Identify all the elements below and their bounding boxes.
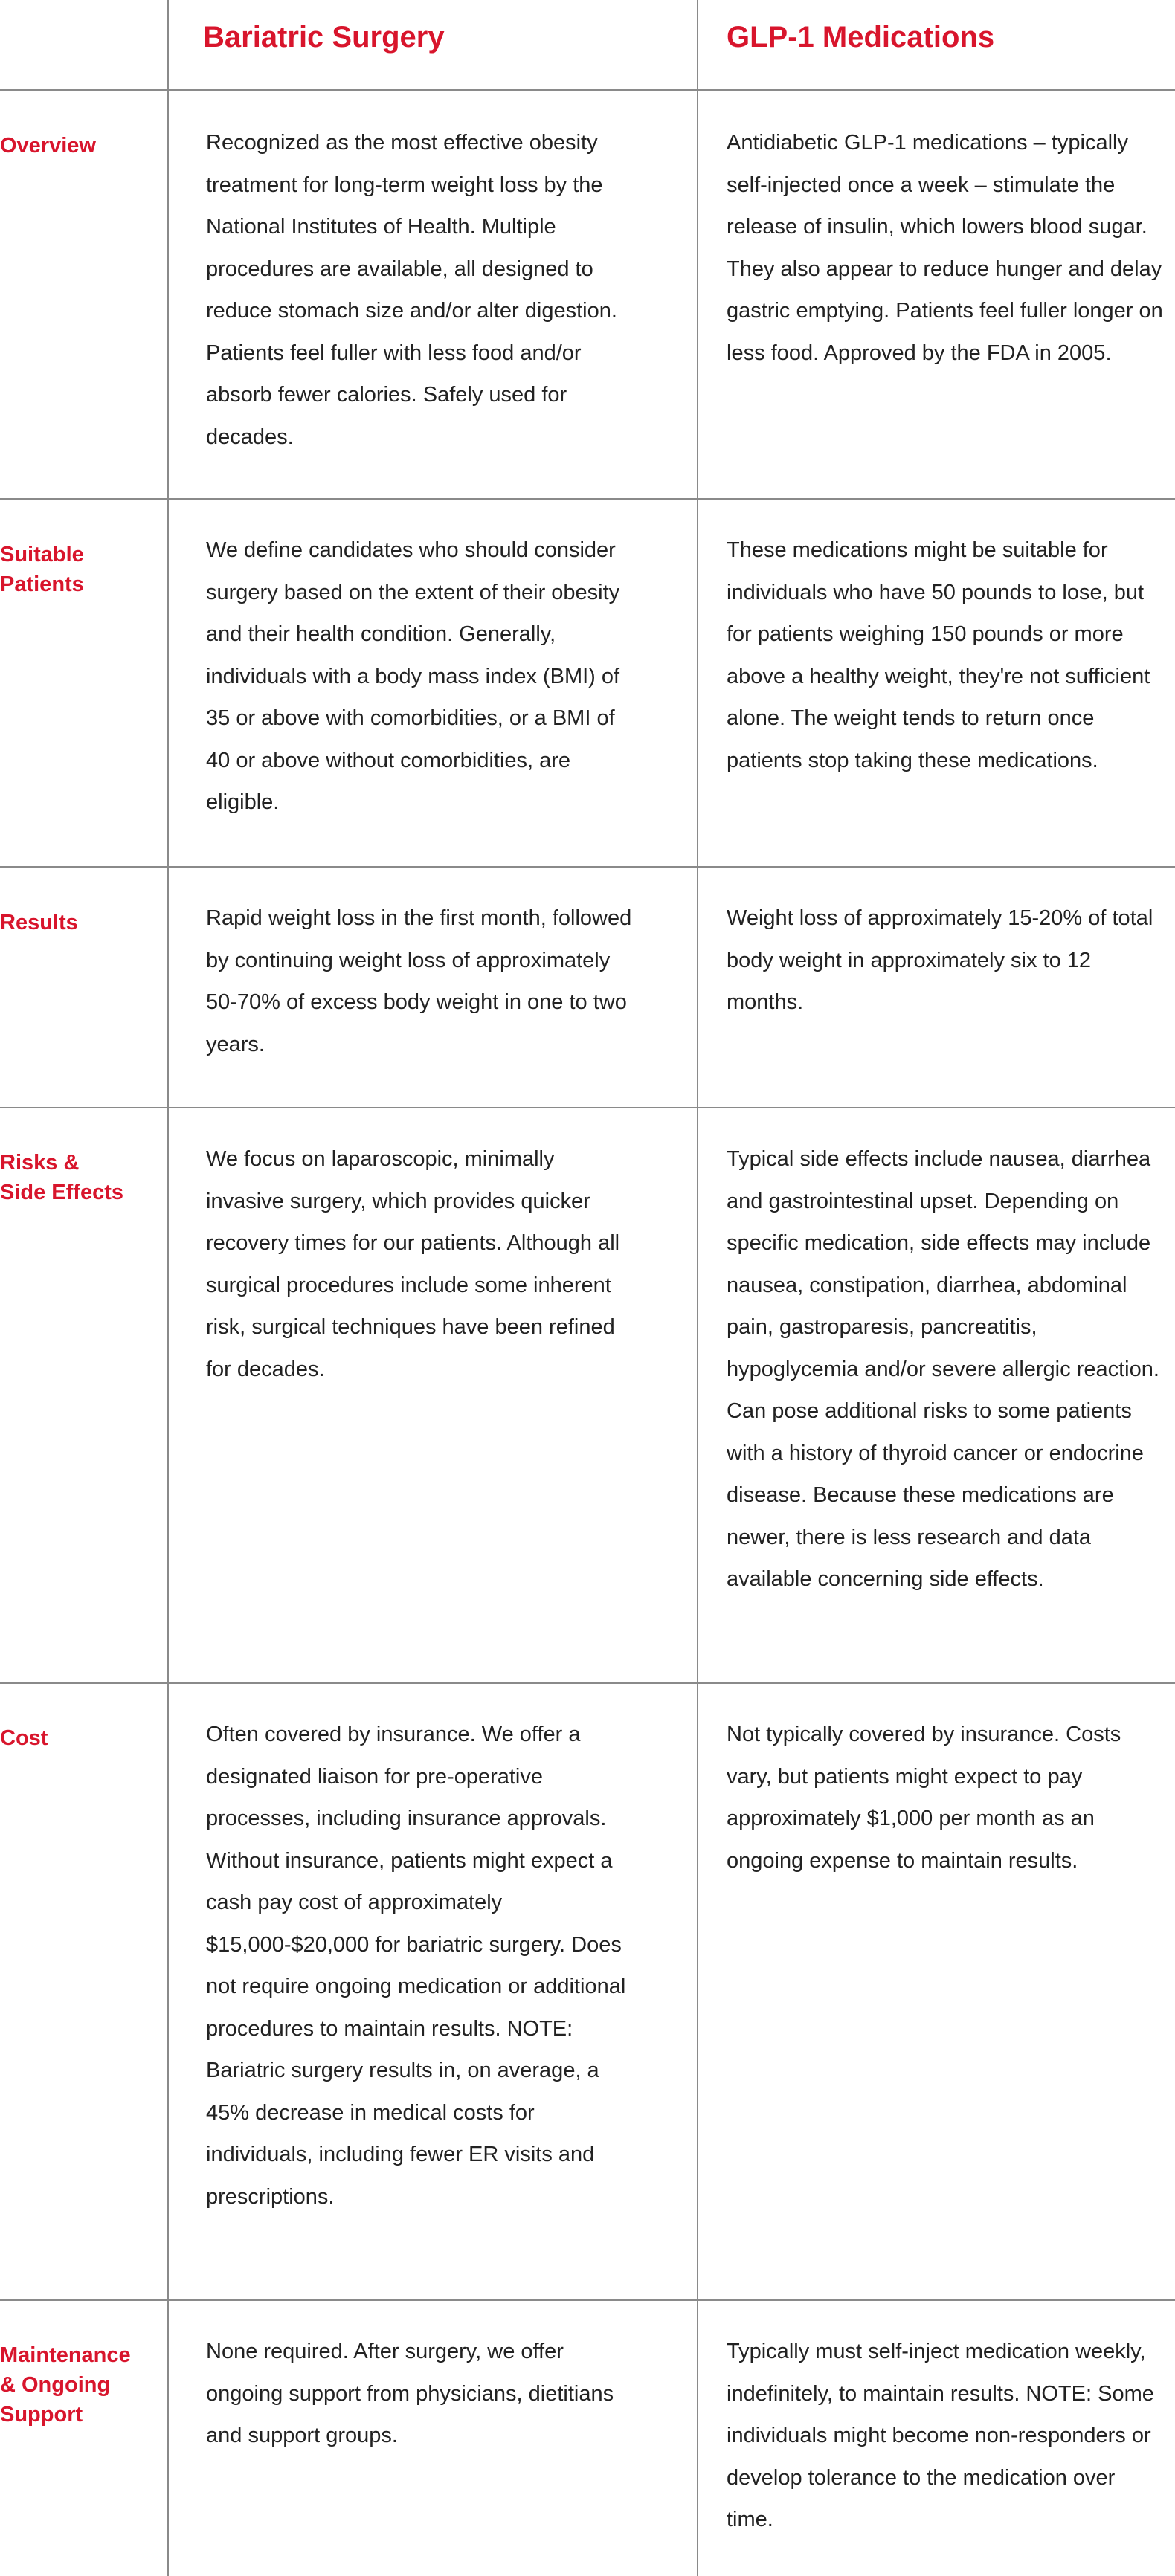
cell-cost-surgery: Often covered by insurance. We offer a d… [206,1723,626,2209]
row-divider [0,498,1175,500]
row-divider [0,2299,1175,2301]
cell-maintenance-surgery: None required. After surgery, we offer o… [206,2340,614,2447]
column-divider [697,0,698,2576]
cell-cost-glp1: Not typically covered by insurance. Cost… [727,1723,1121,1873]
cell-maintenance-glp1: Typically must self-inject medication we… [727,2340,1154,2531]
row-label-cost: Cost [0,1726,48,1750]
row-divider [0,1107,1175,1108]
row-label-maintenance-support: Maintenance & Ongoing Support [0,2343,131,2427]
column-header-glp1-medications: GLP-1 Medications [727,21,995,54]
cell-risks-glp1: Typical side effects include nausea, dia… [727,1147,1159,1591]
row-divider [0,866,1175,868]
cell-overview-surgery: Recognized as the most effective obesity… [206,131,617,449]
row-label-risks-side-effects: Risks & Side Effects [0,1151,123,1204]
cell-suitable-patients-surgery: We define candidates who should consider… [206,538,620,814]
row-divider [0,89,1175,91]
row-label-suitable-patients: Suitable Patients [0,543,84,596]
row-divider [0,1682,1175,1684]
column-header-bariatric-surgery: Bariatric Surgery [203,21,445,54]
cell-overview-glp1: Antidiabetic GLP-1 medications – typical… [727,131,1163,365]
column-divider [167,0,169,2576]
cell-results-glp1: Weight loss of approximately 15-20% of t… [727,906,1153,1014]
cell-suitable-patients-glp1: These medications might be suitable for … [727,538,1150,772]
row-label-results: Results [0,911,78,934]
row-label-overview: Overview [0,134,96,158]
cell-results-surgery: Rapid weight loss in the first month, fo… [206,906,632,1056]
cell-risks-surgery: We focus on laparoscopic, minimally inva… [206,1147,620,1381]
